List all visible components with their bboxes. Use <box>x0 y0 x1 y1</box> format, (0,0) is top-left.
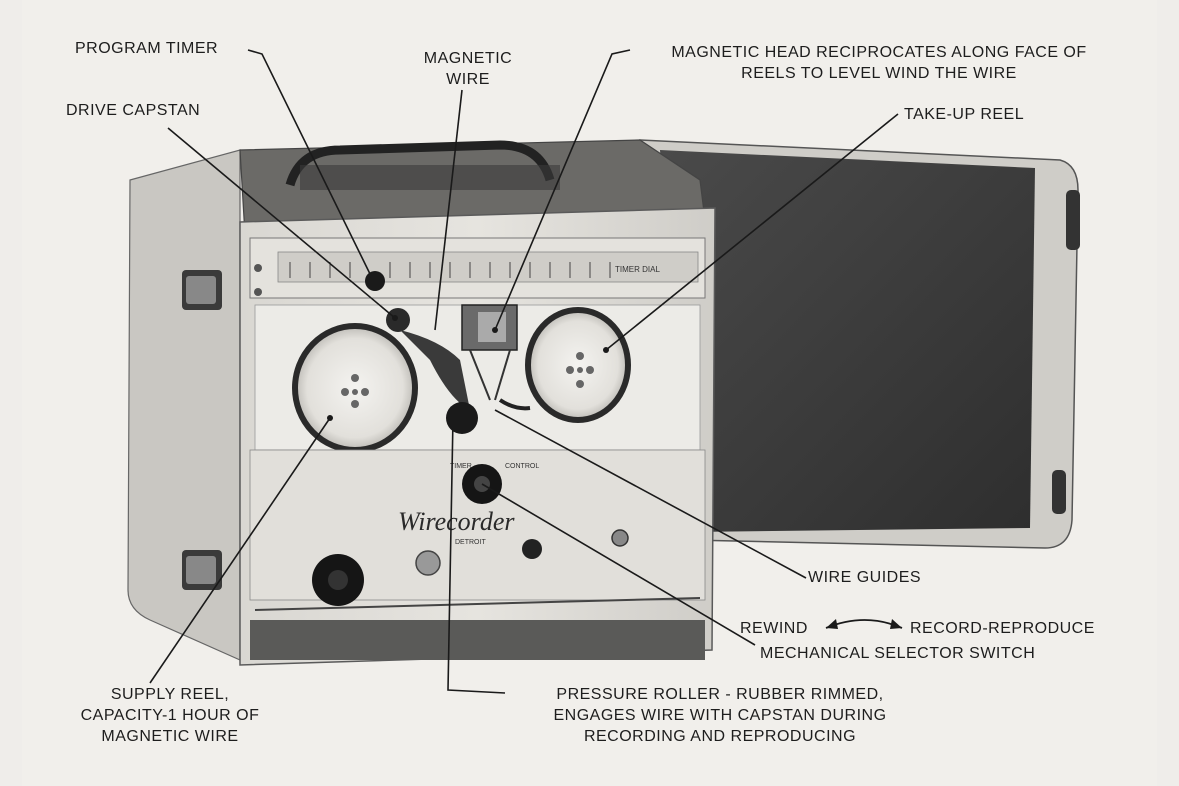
leader-lines <box>149 49 899 694</box>
label-record-reproduce: RECORD-REPRODUCE <box>910 620 1095 637</box>
program-timer-knob <box>365 271 385 291</box>
label-program-timer: PROGRAM TIMER <box>75 40 219 57</box>
label-line: MAGNETIC WIRE <box>101 728 239 745</box>
supply-reel <box>292 323 418 453</box>
label-take-up-reel: TAKE-UP REEL <box>904 106 1025 123</box>
label-line: WIRE <box>446 71 490 88</box>
wire-guide <box>498 398 531 411</box>
brand-sub: DETROIT <box>455 539 486 546</box>
timer-dial-label: TIMER DIAL <box>615 265 660 274</box>
label-line: ENGAGES WIRE WITH CAPSTAN DURING <box>553 707 887 724</box>
case-lid <box>639 139 1080 549</box>
label-pressure-roller: PRESSURE ROLLER - RUBBER RIMMED, ENGAGES… <box>495 684 945 747</box>
label-supply-reel: SUPPLY REEL, CAPACITY-1 HOUR OF MAGNETIC… <box>40 684 300 747</box>
label-magnetic-head: MAGNETIC HEAD RECIPROCATES ALONG FACE OF… <box>634 42 1124 84</box>
label-line: CAPACITY-1 HOUR OF <box>80 707 260 724</box>
rewind-record-row: REWIND RECORD-REPRODUCE <box>740 618 1140 642</box>
take-up-reel <box>525 307 631 423</box>
label-line: MAGNETIC HEAD RECIPROCATES ALONG FACE OF <box>671 44 1087 61</box>
knob-label-left: TIMER <box>450 463 472 470</box>
label-rewind: REWIND <box>740 620 808 637</box>
label-line: PRESSURE ROLLER - RUBBER RIMMED, <box>556 686 884 703</box>
label-line: SUPPLY REEL, <box>110 686 230 703</box>
label-magnetic-wire: MAGNETIC WIRE <box>408 48 528 90</box>
label-line: REELS TO LEVEL WIND THE WIRE <box>741 65 1017 82</box>
label-drive-capstan: DRIVE CAPSTAN <box>66 102 201 119</box>
knob-label-right: CONTROL <box>505 463 539 470</box>
brand-script: Wirecorder <box>398 507 515 536</box>
case-side <box>127 149 241 661</box>
label-line: MAGNETIC <box>423 50 513 67</box>
label-mechanical-selector-switch: MECHANICAL SELECTOR SWITCH <box>760 645 1036 662</box>
label-line: RECORDING AND REPRODUCING <box>583 728 857 745</box>
label-wire-guides: WIRE GUIDES <box>808 569 922 586</box>
case-front: TIMER DIAL <box>239 207 716 666</box>
drive-capstan <box>386 308 410 332</box>
